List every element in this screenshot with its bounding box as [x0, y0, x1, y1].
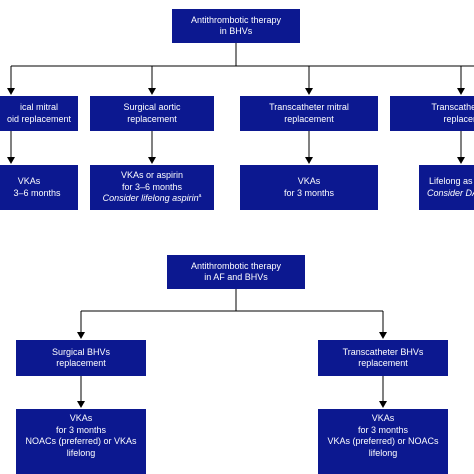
d1-therapy-2-line1: VKAs or aspirin: [120, 170, 184, 181]
d2-root-line2: in AF and BHVs: [204, 272, 268, 282]
d1-branch-1-line2: oid replacement: [6, 113, 72, 124]
d1-therapy-box-3: VKAs for 3 months: [240, 165, 378, 210]
d2-therapy-2-line1: VKAs: [371, 413, 395, 423]
d1-therapy-box-4: Lifelong as Consider DAPT: [419, 165, 474, 210]
d2-branch-2-line1: Transcatheter BHVs: [342, 346, 424, 357]
d1-root-line2: in BHVs: [219, 26, 253, 36]
d1-therapy-2-italic-text: Consider lifelong aspirin: [102, 193, 199, 204]
d2-therapy-2-line4: lifelong: [368, 447, 398, 458]
d1-therapy-box-1: VKAs 3–6 months: [0, 165, 78, 210]
d1-therapy-1-line1: VKAs: [17, 176, 41, 186]
d1-root-line1: Antithrombotic therapy: [190, 14, 282, 25]
d2-branch-2-line2: replacement: [358, 358, 408, 368]
d1-therapy-3-line2: for 3 months: [283, 187, 335, 198]
d2-therapy-2-line2: for 3 months: [357, 424, 409, 435]
d1-branch-4-line2: replacem: [443, 113, 474, 124]
d1-branch-3-line1: Transcatheter mitral: [269, 102, 349, 112]
d2-therapy-1-line2: for 3 months: [55, 424, 107, 435]
d1-branch-3-line2: replacement: [284, 113, 334, 124]
d2-root-line1: Antithrombotic therapy: [190, 260, 282, 271]
d1-root-box: Antithrombotic therapy in BHVs: [172, 9, 300, 43]
d1-branch-box-surgical-aortic: Surgical aortic replacement: [90, 96, 214, 131]
d2-branch-1-line2: replacement: [56, 358, 106, 368]
d1-branch-1-line1: ical mitral: [19, 102, 58, 112]
d1-branch-box-surgical-mitral: ical mitral oid replacement: [0, 96, 78, 131]
d1-therapy-box-2: VKAs or aspirin for 3–6 months Consider …: [90, 165, 214, 210]
d2-therapy-1-line3: NOACs (preferred) or VKAs: [25, 436, 137, 446]
d1-branch-4-line1: Transcatheter: [431, 102, 474, 112]
d2-root-box: Antithrombotic therapy in AF and BHVs: [167, 255, 305, 289]
d1-branch-box-transcatheter-mitral: Transcatheter mitral replacement: [240, 96, 378, 131]
d2-therapy-box-1: VKAs for 3 months NOACs (preferred) or V…: [16, 409, 146, 474]
d1-therapy-4-italic-text: Consider DAPT: [427, 187, 474, 198]
d1-therapy-2-line2: for 3–6 months: [121, 181, 183, 192]
d2-therapy-box-2: VKAs for 3 months VKAs (preferred) or NO…: [318, 409, 448, 474]
d1-therapy-1-line2: 3–6 months: [13, 187, 61, 198]
d2-therapy-1-line1: VKAs: [69, 413, 93, 423]
d1-therapy-4-line1: Lifelong as: [429, 176, 473, 186]
d2-branch-1-line1: Surgical BHVs: [51, 346, 111, 357]
d1-branch-box-transcatheter-aortic: Transcatheter replacem: [390, 96, 474, 131]
d1-therapy-3-line1: VKAs: [297, 176, 321, 186]
d2-branch-box-surgical-bhvs: Surgical BHVs replacement: [16, 340, 146, 376]
d1-therapy-2-footnote: a: [198, 193, 202, 200]
d1-therapy-4-italic-note: Consider DAPT: [427, 188, 474, 200]
d2-therapy-2-line3: VKAs (preferred) or NOACs: [327, 436, 439, 446]
d1-branch-2-line2: replacement: [127, 113, 177, 124]
d2-therapy-1-line4: lifelong: [66, 447, 96, 458]
d1-therapy-2-italic-note: Consider lifelong aspirina: [103, 193, 202, 205]
d1-branch-2-line1: Surgical aortic: [123, 102, 181, 112]
d2-branch-box-transcatheter-bhvs: Transcatheter BHVs replacement: [318, 340, 448, 376]
